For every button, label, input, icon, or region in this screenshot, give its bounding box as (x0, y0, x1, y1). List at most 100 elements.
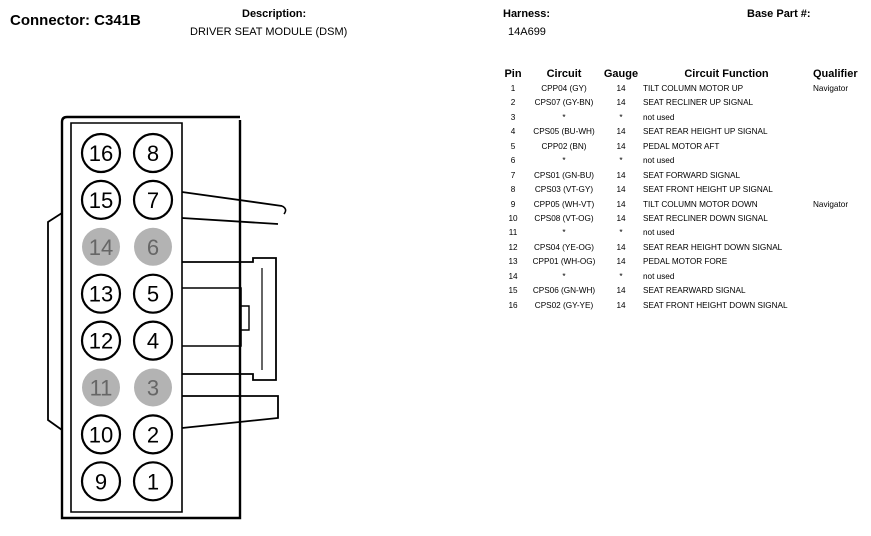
pin-cell: 1 (510, 84, 516, 93)
function-cell: not used (643, 156, 675, 166)
cavity-circle (80, 132, 122, 174)
gauge-cell: 14 (616, 199, 626, 209)
circuit-cell: CPP05 (WH-VT) (533, 199, 595, 209)
cavity-pin: 10 (80, 414, 122, 455)
cavity-number: 11 (90, 376, 113, 401)
cavity-circle (80, 320, 122, 361)
pin-cell: 6 (510, 156, 516, 166)
cavity-pin: 2 (132, 414, 174, 455)
cavity-pin: 13 (80, 273, 122, 314)
harness-label: Harness: (503, 8, 551, 20)
cavity-number: 4 (147, 329, 159, 354)
cavity-number: 9 (95, 469, 107, 494)
cavity-circle (80, 461, 122, 502)
cavity-number: 3 (147, 376, 159, 401)
gauge-cell: 14 (616, 185, 626, 195)
cavity-pin: 15 (80, 179, 122, 220)
gauge-cell: 14 (616, 141, 626, 151)
circuit-cell: CPS04 (YE-OG) (533, 242, 595, 252)
circuit-cell: CPS01 (GN-BU) (533, 170, 595, 180)
cavity-circle (132, 273, 174, 314)
pin-cell: 12 (508, 242, 518, 252)
cavity-circle (80, 414, 122, 455)
cavity-circle (132, 414, 174, 455)
harness-value: 14A699 (508, 26, 546, 38)
pin-cell: 4 (510, 127, 516, 137)
pin-cell: 8 (510, 185, 516, 195)
gauge-cell: 14 (616, 98, 626, 108)
gauge-cell: * (619, 112, 623, 122)
pin-cell: 5 (510, 141, 516, 151)
cavity-pin: 7 (132, 179, 174, 220)
description-value: DRIVER SEAT MODULE (DSM) (190, 26, 348, 38)
pin-cell: 15 (508, 286, 518, 296)
connector-title: Connector: C341B (10, 12, 141, 29)
header-circuit: Circuit (546, 68, 582, 80)
gauge-cell: 14 (616, 84, 626, 93)
cavity-circle (80, 273, 122, 314)
function-cell: SEAT RECLINER UP SIGNAL (643, 98, 754, 108)
circuit-cell: CPP04 (GY) (541, 84, 587, 93)
qualifier-cell: Navigator (813, 199, 849, 209)
gauge-cell: 14 (616, 257, 626, 267)
cavity-pin: 12 (80, 320, 122, 361)
circuit-cell: * (562, 271, 566, 281)
circuit-cell: CPS08 (VT-OG) (534, 213, 594, 223)
cavity-pin: 5 (132, 273, 174, 314)
header-qualifier: Qualifier (813, 68, 858, 80)
header-gauge: Gauge (603, 68, 639, 80)
function-cell: SEAT FORWARD SIGNAL (643, 170, 741, 180)
unused-cavity-circle (82, 227, 120, 266)
description-label: Description: (242, 8, 307, 20)
circuit-cell: CPS02 (GY-YE) (534, 300, 594, 310)
cavity-circle (80, 179, 122, 220)
cavity-number: 14 (89, 235, 113, 260)
circuit-cell: CPP02 (BN) (541, 141, 587, 151)
pin-cell: 2 (510, 98, 516, 108)
cavity-number: 10 (89, 422, 113, 447)
cavity-number: 7 (147, 188, 159, 213)
qualifier-cell: Navigator (813, 84, 849, 93)
cavity-pin: 3 (134, 368, 172, 407)
pin-cell: 9 (510, 199, 516, 209)
cavity-number: 2 (147, 422, 159, 447)
gauge-cell: * (619, 156, 623, 166)
circuit-cell: CPS07 (GY-BN) (534, 98, 594, 108)
gauge-cell: 14 (616, 300, 626, 310)
gauge-cell: 14 (616, 170, 626, 180)
circuit-cell: * (562, 228, 566, 238)
header-pin: Pin (504, 68, 522, 80)
cavity-circle (132, 179, 174, 220)
cavity-number: 5 (147, 282, 159, 307)
gauge-cell: 14 (616, 127, 626, 137)
cavity-circle (132, 461, 174, 502)
gauge-cell: * (619, 228, 623, 238)
circuit-cell: CPP01 (WH-OG) (532, 257, 596, 267)
gauge-cell: 14 (616, 242, 626, 252)
connector-housing (47, 115, 287, 520)
cavity-number: 8 (147, 141, 159, 166)
gauge-cell: * (619, 271, 623, 281)
cavity-pin: 11 (82, 368, 120, 407)
function-cell: not used (643, 228, 675, 238)
circuit-cell: CPS03 (VT-GY) (534, 185, 594, 195)
cavity-pin: 4 (132, 320, 174, 361)
cavity-pin: 9 (80, 461, 122, 502)
cavity-pin: 6 (134, 227, 172, 266)
gauge-cell: 14 (616, 213, 626, 223)
function-cell: TILT COLUMN MOTOR UP (643, 84, 744, 93)
circuit-cell: * (562, 156, 566, 166)
function-cell: TILT COLUMN MOTOR DOWN (643, 199, 758, 209)
pin-cell: 11 (508, 228, 518, 238)
function-cell: SEAT FRONT HEIGHT DOWN SIGNAL (643, 300, 788, 310)
unused-cavity-circle (134, 227, 172, 266)
cavity-number: 15 (89, 188, 113, 213)
pin-cell: 3 (510, 112, 516, 122)
cavity-circle (132, 320, 174, 361)
cavity-number: 16 (89, 141, 113, 166)
circuit-cell: CPS05 (BU-WH) (533, 127, 595, 137)
pin-cell: 16 (508, 300, 518, 310)
function-cell: SEAT REAR HEIGHT DOWN SIGNAL (643, 242, 783, 252)
cavity-grid: 16 8 15 7 14 6 13 5 12 4 11 3 10 2 9 1 (80, 132, 174, 502)
cavity-number: 1 (147, 469, 159, 494)
